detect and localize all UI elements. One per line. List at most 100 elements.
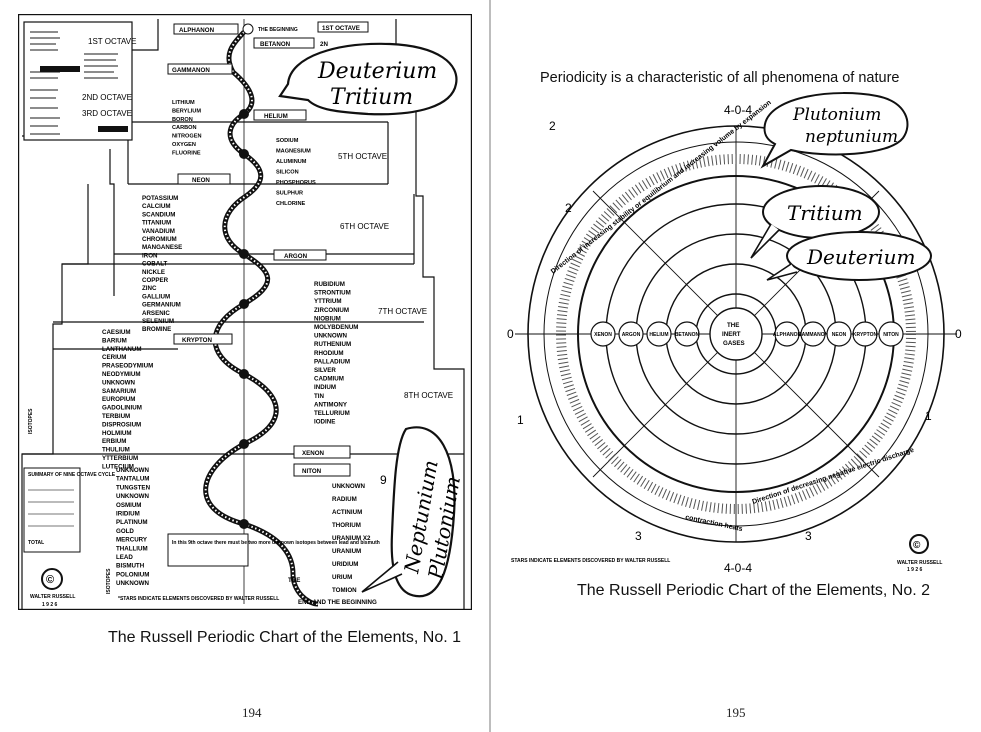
element-label: THALLIUM bbox=[116, 545, 148, 552]
element-label: ZIRCONIUM bbox=[314, 307, 349, 314]
element-label: LEAD bbox=[116, 554, 133, 561]
axis-node-circle bbox=[646, 321, 672, 347]
element-label: NEODYMIUM bbox=[102, 371, 141, 378]
element-label: VANADIUM bbox=[142, 228, 175, 235]
page-number-right: 195 bbox=[726, 705, 746, 720]
element-label: LANTHANUM bbox=[102, 346, 142, 353]
element-label: ERBIUM bbox=[102, 438, 126, 445]
axis-node-label: GAMMANON bbox=[798, 332, 829, 338]
summary-title: SUMMARY OF NINE OCTAVE CYCLE bbox=[28, 472, 116, 478]
gammanon-label: GAMMANON bbox=[172, 67, 210, 74]
octave-nodes bbox=[239, 109, 249, 529]
axis-node-circle bbox=[852, 321, 878, 347]
element-label: PLATINUM bbox=[116, 519, 148, 526]
axis-node-label: ARGON bbox=[622, 332, 641, 338]
periodic-chart-no1: ALPHANON BETANON GAMMANON THE BEGINNING … bbox=[18, 14, 472, 610]
quadrant-number: 3 bbox=[635, 529, 642, 543]
center-inert: INERT bbox=[722, 331, 741, 338]
element-label: FLUORINE bbox=[172, 150, 201, 156]
left-second-octave: 2ND OCTAVE bbox=[82, 93, 132, 102]
element-label: ZINC bbox=[142, 285, 157, 292]
element-label: RUTHENIUM bbox=[314, 341, 351, 348]
octave-step-walls bbox=[21, 19, 465, 610]
axis-node-circle bbox=[826, 321, 852, 347]
element-label: EUROPIUM bbox=[102, 396, 135, 403]
element-label: THULIUM bbox=[102, 447, 130, 454]
element-label: ARSENIC bbox=[142, 310, 170, 317]
deuterium-bubble: Deuterium bbox=[766, 231, 932, 281]
axis-node-circle bbox=[674, 321, 700, 347]
element-label: PRASEODYMIUM bbox=[102, 363, 153, 370]
quadrant-number: 1 bbox=[517, 413, 524, 427]
tritium-handwritten: Tritium bbox=[787, 201, 863, 225]
element-label: GADOLINIUM bbox=[102, 405, 142, 412]
summary-total: TOTAL bbox=[28, 540, 44, 546]
element-label: IRIDIUM bbox=[116, 511, 140, 518]
inert-gases-center bbox=[709, 307, 763, 361]
first-octave-label: 1ST OCTAVE bbox=[322, 25, 360, 32]
element-label: TANTALUM bbox=[116, 476, 149, 483]
neptunium-handwritten: neptunium bbox=[805, 127, 898, 147]
beginning-label: THE BEGINNING bbox=[258, 27, 298, 33]
ninth-octave-label: 9 bbox=[380, 473, 387, 487]
axis-node-circle bbox=[590, 321, 616, 347]
plutonium-handwritten: Plutonium bbox=[792, 105, 881, 125]
niton-label: NITON bbox=[302, 468, 322, 475]
element-label: BROMINE bbox=[142, 326, 171, 333]
element-label: CERIUM bbox=[102, 354, 126, 361]
stars-note-right: STARS INDICATE ELEMENTS DISCOVERED BY WA… bbox=[511, 558, 670, 564]
inert-gas-boxes: HELIUM NEON ARGON KRYPTON XENON NITON bbox=[173, 109, 351, 477]
element-label: IRON bbox=[142, 252, 158, 259]
element-label: ANTIMONY bbox=[314, 401, 348, 408]
element-label: URIUM bbox=[332, 574, 352, 581]
element-label: UNKNOWN bbox=[116, 493, 150, 500]
top-404-label: 4-0-4 bbox=[724, 103, 752, 117]
upper-left-legend: 1ST OCTAVE 2ND OCTAVE 3RD OCTAVE bbox=[23, 21, 136, 141]
element-label: MANGANESE bbox=[142, 244, 182, 251]
element-label: LUTECIUM bbox=[102, 463, 134, 470]
element-label: NIOBIUM bbox=[314, 315, 341, 322]
isotopes-label-9th: ISOTOPES bbox=[106, 568, 112, 594]
xenon-label: XENON bbox=[302, 450, 325, 457]
page-number-left: 194 bbox=[242, 705, 262, 720]
element-label: COPPER bbox=[142, 277, 169, 284]
element-label: UNKNOWN bbox=[102, 379, 136, 386]
stars-note: *STARS INDICATE ELEMENTS DISCOVERED BY W… bbox=[118, 596, 279, 602]
element-label: RUBIDIUM bbox=[314, 281, 345, 288]
element-label: SCANDIUM bbox=[142, 211, 175, 218]
element-label: NITROGEN bbox=[172, 134, 202, 140]
element-label: BISMUTH bbox=[116, 563, 145, 570]
element-label: TELLURIUM bbox=[314, 410, 350, 417]
fifth-octave-label: 5TH OCTAVE bbox=[338, 152, 387, 161]
element-label: SELENIUM bbox=[142, 318, 174, 325]
center-the: THE bbox=[727, 322, 739, 329]
element-label: STRONTIUM bbox=[314, 290, 351, 297]
element-label: THORIUM bbox=[332, 522, 361, 529]
figure-caption-left: The Russell Periodic Chart of the Elemen… bbox=[108, 629, 462, 646]
element-label: MAGNESIUM bbox=[276, 149, 311, 155]
spiral-direction-bottom: Direction of decreasing negative electri… bbox=[751, 447, 915, 506]
axis-node-label: XENON bbox=[594, 332, 612, 338]
element-tick-band bbox=[556, 154, 916, 514]
axis-node-label: NITON bbox=[883, 332, 899, 338]
element-label: BORON bbox=[172, 117, 193, 123]
element-label: GOLD bbox=[116, 528, 134, 535]
svg-text:©: © bbox=[913, 540, 921, 551]
left-zero-label: 0 bbox=[507, 327, 514, 341]
element-label: CAESIUM bbox=[102, 329, 131, 336]
copyright-mark-right: © bbox=[909, 534, 929, 554]
element-label: SILICON bbox=[276, 170, 299, 176]
tritium-bubble: Tritium bbox=[750, 185, 880, 259]
axis-node-circle bbox=[774, 321, 800, 347]
copyright-name: WALTER RUSSELL bbox=[30, 594, 75, 600]
contraction-heats-label: contraction heats bbox=[685, 514, 744, 533]
quadrant-number: 2 bbox=[549, 119, 556, 133]
neptunium-plutonium-bubble: Neptunium Plutonium bbox=[361, 426, 465, 598]
element-label: YTTRIUM bbox=[314, 298, 342, 305]
element-label: SULPHUR bbox=[276, 191, 303, 197]
left-page: ALPHANON BETANON GAMMANON THE BEGINNING … bbox=[0, 0, 490, 732]
seventh-octave-label: 7TH OCTAVE bbox=[378, 307, 427, 316]
element-label: TERBIUM bbox=[102, 413, 130, 420]
copyright-mark: © bbox=[41, 568, 63, 590]
